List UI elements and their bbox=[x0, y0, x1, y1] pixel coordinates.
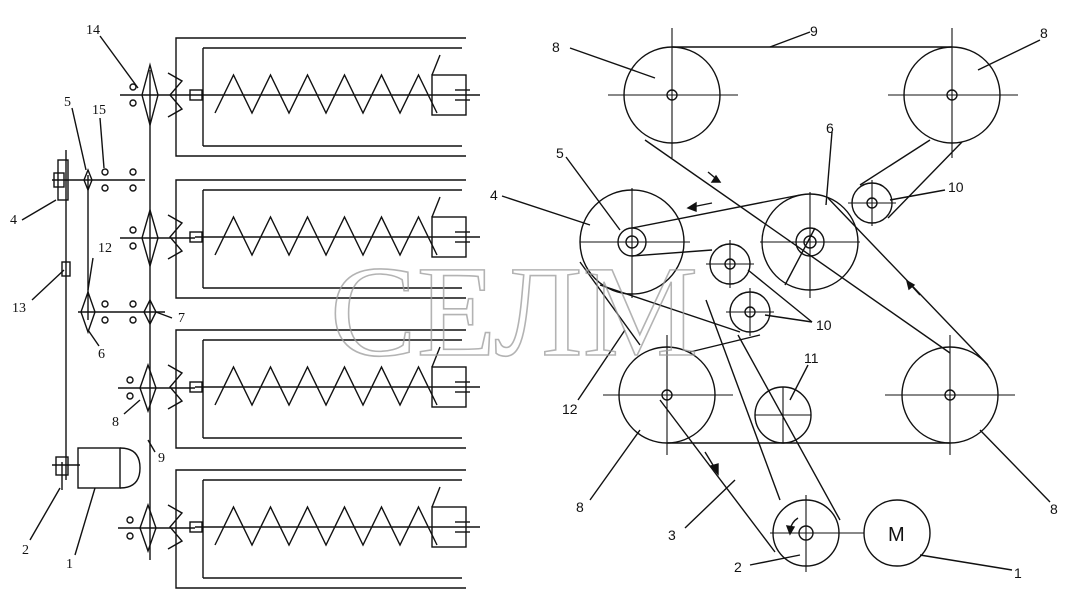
sprocket-5 bbox=[83, 168, 93, 192]
label-13: 13 bbox=[12, 301, 26, 316]
auger-outlet bbox=[431, 366, 467, 408]
label-r11: 11 bbox=[804, 350, 819, 366]
label-r1: 1 bbox=[1014, 565, 1022, 581]
bevel-gear bbox=[167, 364, 184, 410]
bevel-gear bbox=[167, 214, 184, 260]
label-r8c: 8 bbox=[576, 499, 584, 515]
motor-body bbox=[77, 447, 121, 489]
sprocket-14 bbox=[141, 62, 159, 128]
center-lines bbox=[580, 28, 1018, 572]
auger-housing-bracket bbox=[175, 329, 190, 449]
sprocket-7 bbox=[143, 298, 157, 326]
label-5: 5 bbox=[64, 95, 71, 110]
auger-housing-bracket bbox=[175, 469, 190, 589]
direction-arrows bbox=[686, 171, 921, 536]
label-7: 7 bbox=[178, 311, 185, 326]
label-r8b: 8 bbox=[1040, 25, 1048, 41]
auger-units bbox=[167, 37, 480, 589]
auger-screw bbox=[214, 505, 438, 547]
sprocket-8 bbox=[139, 362, 157, 414]
motor-pulley bbox=[55, 456, 69, 476]
label-2: 2 bbox=[22, 543, 29, 558]
motor-symbol: M bbox=[888, 524, 905, 546]
auger-outlet bbox=[431, 74, 467, 116]
auger-housing-bracket bbox=[175, 37, 190, 157]
label-r10a: 10 bbox=[948, 179, 964, 195]
bevel-gear bbox=[167, 504, 184, 550]
label-r2: 2 bbox=[734, 559, 742, 575]
label-r12: 12 bbox=[562, 401, 578, 417]
label-r8d: 8 bbox=[1050, 501, 1058, 517]
label-9: 9 bbox=[158, 451, 165, 466]
auger-outlet bbox=[431, 506, 467, 548]
auger-screw bbox=[214, 73, 438, 115]
label-r8a: 8 bbox=[552, 39, 560, 55]
label-8: 8 bbox=[112, 415, 119, 430]
right-labels: 8 9 8 6 5 10 4 10 11 12 8 8 3 2 1 M bbox=[490, 23, 1058, 581]
label-r6: 6 bbox=[826, 120, 834, 136]
label-r4: 4 bbox=[490, 187, 498, 203]
auger-housing-bracket bbox=[175, 179, 190, 299]
label-1: 1 bbox=[66, 557, 73, 572]
label-6: 6 bbox=[98, 347, 105, 362]
label-r5: 5 bbox=[556, 145, 564, 161]
auger-outlet bbox=[431, 216, 467, 258]
label-14: 14 bbox=[86, 23, 100, 38]
right-leaders bbox=[501, 31, 1051, 571]
watermark-text: СЕЛМ bbox=[330, 240, 698, 384]
label-r9: 9 bbox=[810, 23, 818, 39]
left-labels: 14 5 15 4 12 13 6 7 8 9 2 1 bbox=[10, 23, 185, 572]
auger-screw bbox=[214, 215, 438, 257]
motor-end bbox=[119, 447, 141, 489]
label-15: 15 bbox=[92, 103, 106, 118]
label-r3: 3 bbox=[668, 527, 676, 543]
label-r10b: 10 bbox=[816, 317, 832, 333]
label-4: 4 bbox=[10, 213, 17, 228]
label-12: 12 bbox=[98, 241, 112, 256]
sprocket-6 bbox=[80, 289, 96, 335]
belts bbox=[579, 46, 989, 553]
auger-screw bbox=[214, 365, 438, 407]
bearings bbox=[101, 83, 137, 540]
